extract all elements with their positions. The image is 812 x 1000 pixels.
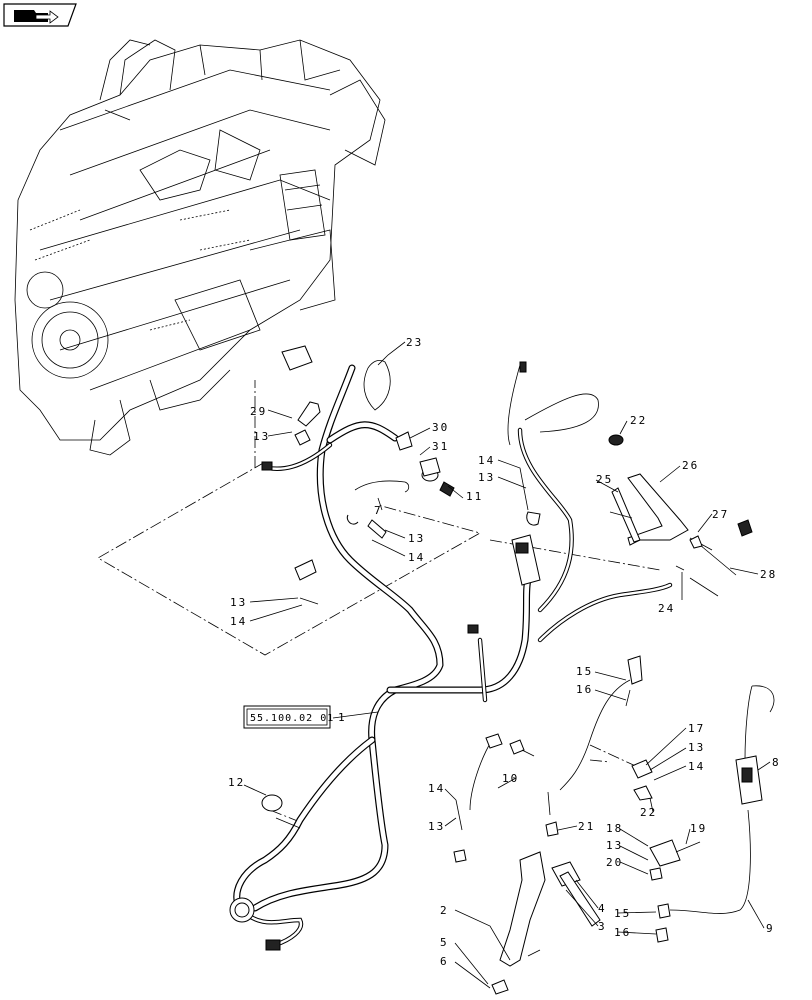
callout-15: 15 [576, 665, 593, 678]
callout-10: 10 [502, 772, 519, 785]
callout-12: 12 [228, 776, 245, 789]
callout-13: 13 [478, 471, 495, 484]
item-29-clip [294, 401, 321, 446]
leader-lines [243, 341, 771, 989]
reference-link-box[interactable]: 55.100.02 01 [243, 705, 334, 729]
item-15-16-cable-top [625, 655, 643, 707]
item-18-19-20-bracket [649, 839, 701, 881]
callout-30: 30 [432, 421, 449, 434]
callout-13: 13 [606, 839, 623, 852]
reference-code[interactable]: 55.100.02 01 [250, 713, 334, 724]
callout-14: 14 [688, 760, 705, 773]
callout-7: 7 [374, 504, 383, 517]
folder-arrow-icon[interactable] [3, 3, 77, 27]
main-wiring-harness [229, 345, 673, 951]
callout-27: 27 [712, 508, 729, 521]
callout-labels: 23 29 13 30 31 11 7 13 14 13 14 14 13 22… [228, 336, 781, 968]
item-21-and-cable [545, 679, 631, 837]
item-30-31-clips [395, 431, 455, 497]
callout-23: 23 [406, 336, 423, 349]
callout-25: 25 [596, 473, 613, 486]
callout-13: 13 [253, 430, 270, 443]
callout-13: 13 [428, 820, 445, 833]
callout-22: 22 [630, 414, 647, 427]
item-23-ring [363, 360, 391, 411]
callout-4: 4 [598, 902, 607, 915]
item-13-14-bolts-left [294, 559, 319, 605]
callout-17: 17 [688, 722, 705, 735]
callout-22: 22 [640, 806, 657, 819]
callout-28: 28 [760, 568, 777, 581]
item-7-cable [346, 480, 410, 539]
reference-outline [97, 380, 661, 823]
item-11-sensor [419, 457, 441, 477]
callout-2: 2 [440, 904, 449, 917]
callout-14: 14 [408, 551, 425, 564]
callout-5: 5 [440, 936, 449, 949]
callout-15b: 15 [614, 907, 631, 920]
item-10-cable [453, 733, 535, 863]
callout-26: 26 [682, 459, 699, 472]
callout-24: 24 [658, 602, 675, 615]
item-9-cable [655, 809, 751, 943]
callout-14: 14 [230, 615, 247, 628]
callout-19: 19 [690, 822, 707, 835]
callout-16: 16 [576, 683, 593, 696]
item-17-22-bracket [631, 759, 653, 801]
callout-13: 13 [688, 741, 705, 754]
callout-11: 11 [466, 490, 483, 503]
item-2-3-4-bracket [491, 851, 601, 995]
item-12-bracket [261, 794, 301, 829]
callout-9: 9 [766, 922, 775, 935]
callout-21: 21 [578, 820, 595, 833]
callout-20: 20 [606, 856, 623, 869]
callout-1: 1 [338, 711, 347, 724]
item-14-13-clip-center [526, 511, 541, 526]
engine-illustration [14, 39, 386, 456]
item-8-switch [735, 685, 775, 805]
callout-13: 13 [408, 532, 425, 545]
callout-3: 3 [598, 920, 607, 933]
callout-14: 14 [428, 782, 445, 795]
callout-29: 29 [250, 405, 267, 418]
callout-8: 8 [772, 756, 781, 769]
callout-6: 6 [440, 955, 449, 968]
callout-13: 13 [230, 596, 247, 609]
callout-14: 14 [478, 454, 495, 467]
callout-16: 16 [614, 926, 631, 939]
callout-18: 18 [606, 822, 623, 835]
callout-31: 31 [432, 440, 449, 453]
item-22-26-bracket [608, 434, 753, 597]
